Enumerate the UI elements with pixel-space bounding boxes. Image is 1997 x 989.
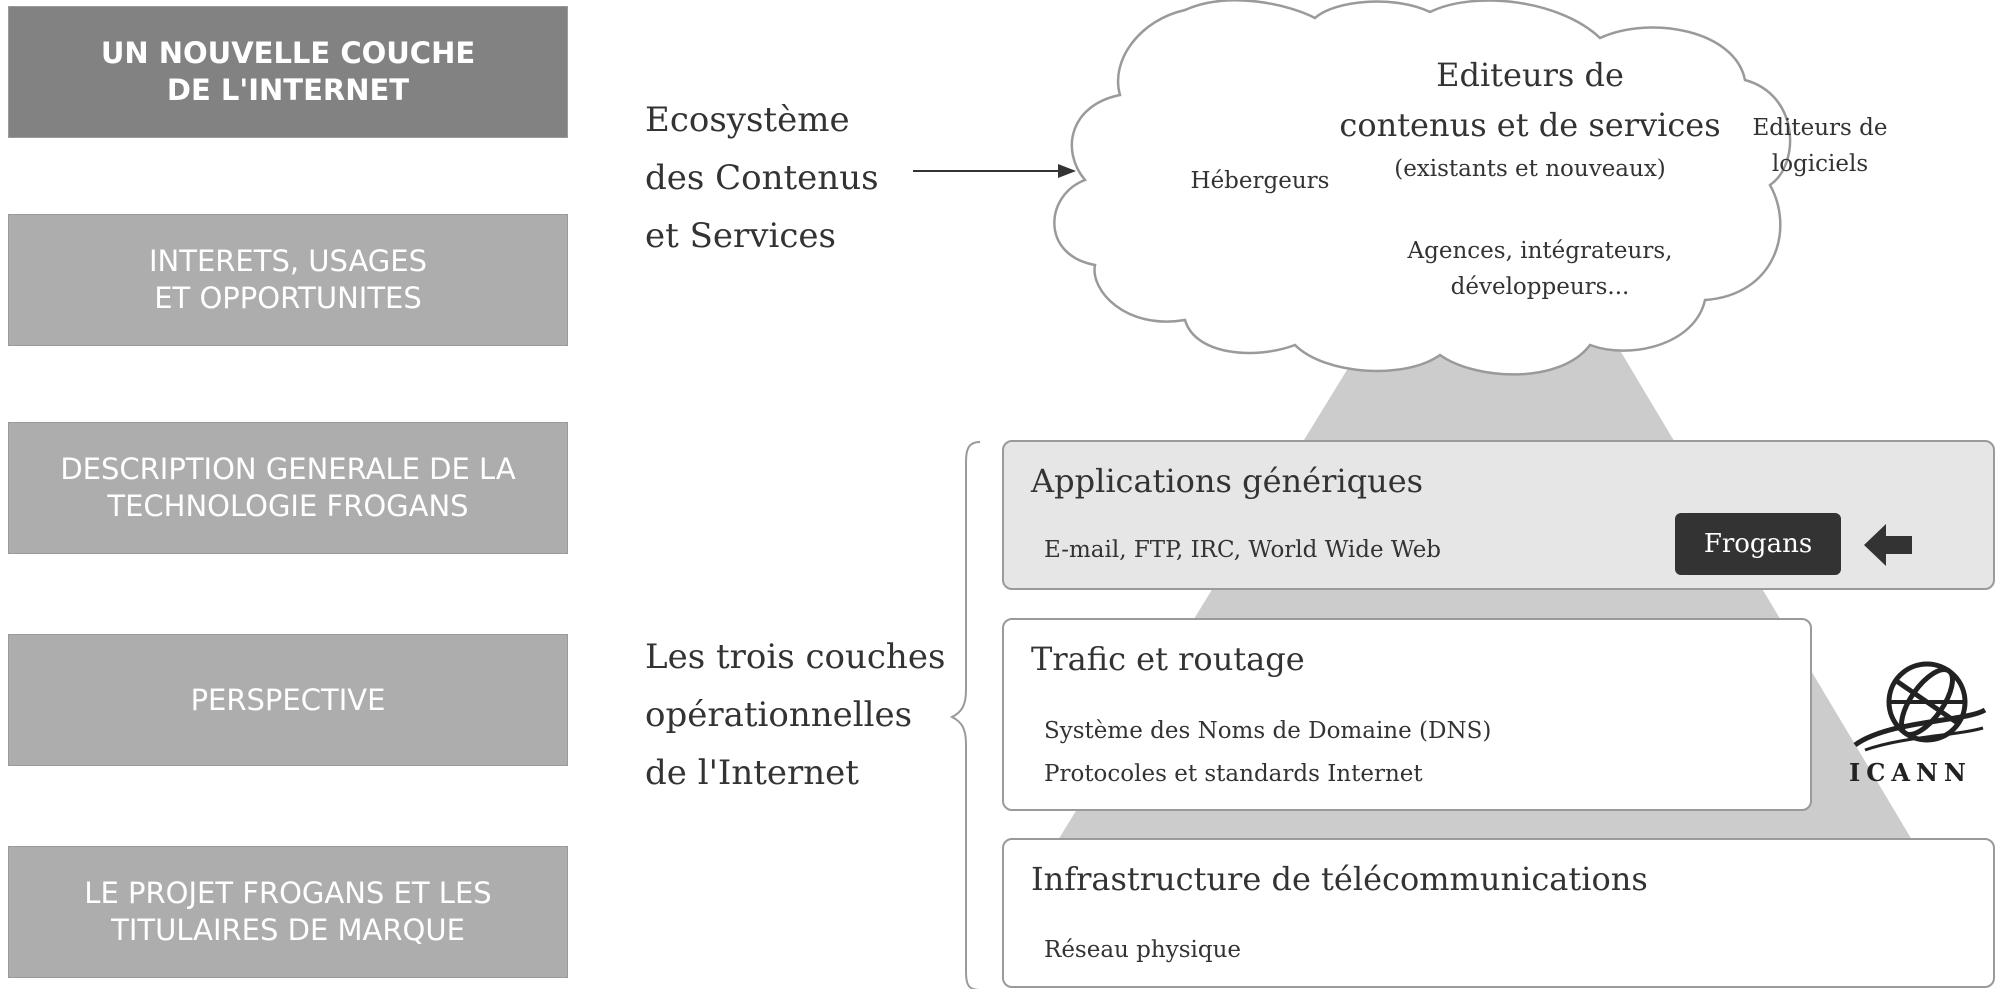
ecosystem-label: Ecosystème des Contenus et Services bbox=[645, 100, 879, 256]
ecosystem-arrow-head bbox=[1058, 164, 1076, 178]
cloud-editeurs-sub: (existants et nouveaux) bbox=[1394, 156, 1666, 182]
cloud-hebergeurs: Hébergeurs bbox=[1190, 168, 1330, 194]
layer-applications-title: Applications génériques bbox=[1031, 462, 1424, 500]
nav-item-projet-marque[interactable]: LE PROJET FROGANS ET LES TITULAIRES DE M… bbox=[8, 846, 568, 978]
layers-brace bbox=[949, 441, 981, 989]
cloud-editeurs-logiciels: Editeurs de logiciels bbox=[1752, 115, 1888, 177]
nav-item-nouvelle-couche[interactable]: UN NOUVELLE COUCHE DE L'INTERNET bbox=[8, 6, 568, 138]
layer-trafic: Trafic et routage Système des Noms de Do… bbox=[1002, 618, 1812, 811]
icann-logo-text: ICANN bbox=[1849, 758, 1972, 787]
layer-infra-title: Infrastructure de télécommunications bbox=[1031, 860, 1648, 898]
icann-globe-icon bbox=[1853, 661, 1987, 752]
layer-trafic-title: Trafic et routage bbox=[1031, 640, 1305, 678]
frogans-badge: Frogans bbox=[1675, 513, 1841, 575]
layer-trafic-sub2: Protocoles et standards Internet bbox=[1044, 761, 1423, 787]
layer-applications-sub: E-mail, FTP, IRC, World Wide Web bbox=[1044, 537, 1442, 563]
layer-infra: Infrastructure de télécommunications Rés… bbox=[1002, 838, 1995, 988]
icann-logo: ICANN bbox=[1845, 650, 1990, 795]
layer-infra-sub: Réseau physique bbox=[1044, 937, 1242, 963]
frogans-arrow-icon bbox=[1864, 524, 1912, 566]
nav-item-description-technologie[interactable]: DESCRIPTION GENERALE DE LA TECHNOLOGIE F… bbox=[8, 422, 568, 554]
layer-trafic-sub1: Système des Noms de Domaine (DNS) bbox=[1044, 718, 1492, 744]
cloud-editeurs-title: Editeurs de contenus et de services bbox=[1339, 56, 1721, 144]
nav-item-interets-usages[interactable]: INTERETS, USAGES ET OPPORTUNITES bbox=[8, 214, 568, 346]
ecosystem-cloud bbox=[1053, 0, 1792, 376]
cloud-agences: Agences, intégrateurs, développeurs... bbox=[1407, 238, 1673, 300]
layers-label: Les trois couches opérationnelles de l'I… bbox=[645, 637, 946, 793]
nav-item-perspective[interactable]: PERSPECTIVE bbox=[8, 634, 568, 766]
layer-applications: Applications génériques E-mail, FTP, IRC… bbox=[1002, 440, 1995, 590]
